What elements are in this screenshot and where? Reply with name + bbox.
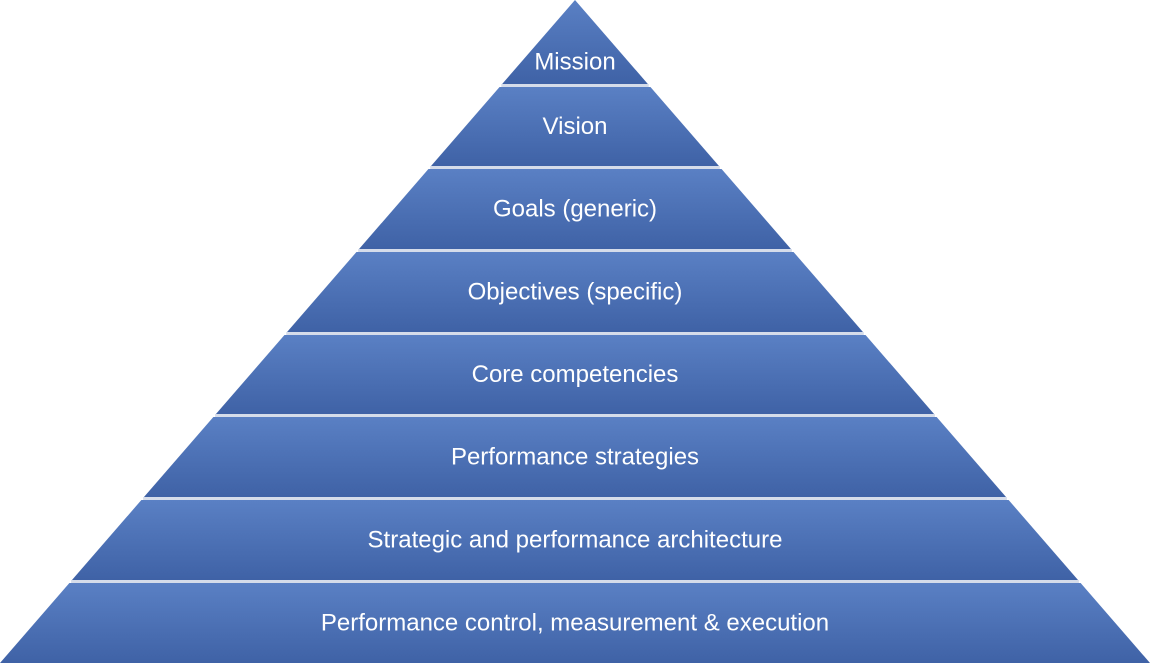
pyramid-level-7 [71, 500, 1079, 580]
pyramid-level-5 [215, 335, 935, 414]
pyramid-level-4 [287, 252, 863, 332]
pyramid-separator-3 [358, 249, 792, 252]
pyramid-level-6 [143, 417, 1007, 497]
pyramid-level-1 [502, 0, 648, 84]
pyramid-level-label: Goals (generic) [493, 195, 657, 222]
pyramid-level-label: Vision [543, 113, 608, 140]
pyramid-level-8 [0, 583, 1150, 663]
pyramid-separator-2 [430, 166, 720, 169]
pyramid-level-2 [431, 87, 719, 166]
pyramid-level-label: Strategic and performance architecture [368, 526, 783, 553]
pyramid-separator-7 [71, 580, 1079, 583]
pyramid-level-label: Mission [534, 48, 615, 75]
pyramid-separator-4 [286, 332, 864, 335]
pyramid-level-label: Performance control, measurement & execu… [321, 609, 829, 636]
pyramid-level-label: Objectives (specific) [468, 278, 683, 305]
pyramid-separator-6 [143, 497, 1007, 500]
pyramid-separator-1 [501, 84, 649, 87]
pyramid-separator-5 [215, 414, 935, 417]
pyramid-level-3 [359, 169, 791, 249]
pyramid-level-label: Performance strategies [451, 443, 699, 470]
pyramid-level-label: Core competencies [472, 361, 679, 388]
